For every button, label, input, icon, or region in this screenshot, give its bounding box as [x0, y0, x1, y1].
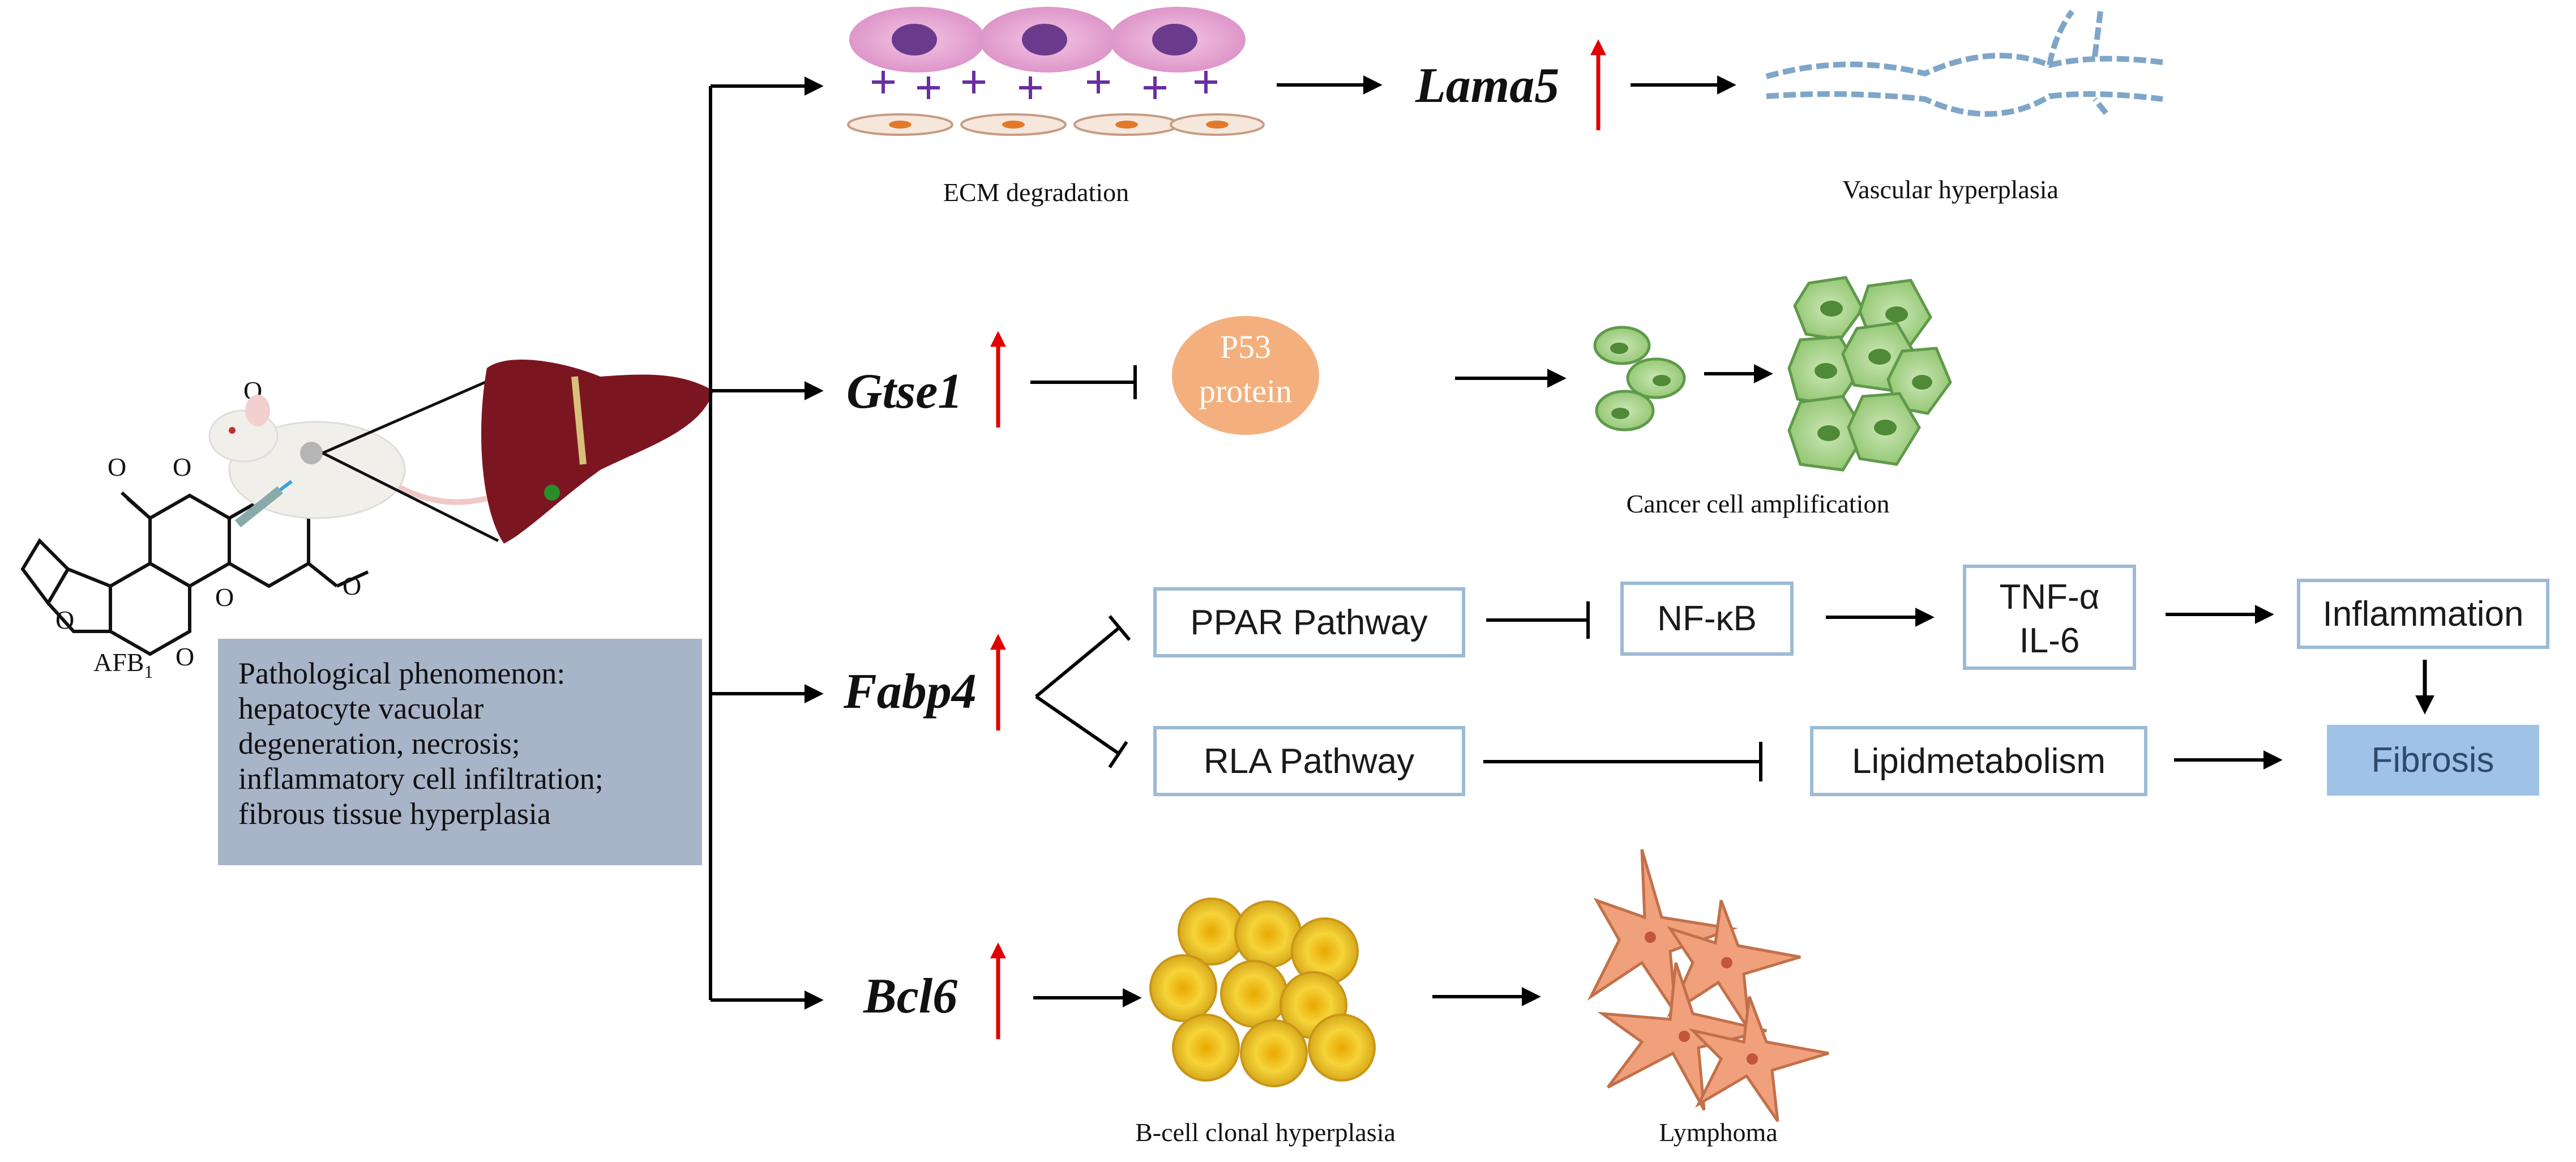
lymphoma-caption: Lymphoma: [1659, 1118, 1778, 1147]
inhibit-fabp4-branch: [1035, 615, 1131, 768]
svg-text:Fibrosis: Fibrosis: [2371, 741, 2494, 780]
cancer-cells-icon: [1593, 276, 1952, 472]
aflatoxin-atom-labels: O O O O O O O: [55, 376, 361, 671]
svg-text:IL-6: IL-6: [2019, 621, 2080, 660]
bcell-caption: B-cell clonal hyperplasia: [1135, 1118, 1396, 1147]
cancer-caption: Cancer cell amplification: [1627, 489, 1890, 518]
svg-text:RLA Pathway: RLA Pathway: [1204, 742, 1414, 781]
branch-connectors: [709, 76, 824, 1010]
svg-text:O: O: [176, 642, 194, 671]
b-cells-icon: [1149, 898, 1376, 1087]
syringe-icon: [235, 480, 293, 528]
svg-text:TNF-α: TNF-α: [1999, 578, 2099, 617]
p53-protein-node: [1172, 316, 1319, 435]
svg-text:O: O: [108, 452, 126, 481]
ppar-pathway-box: PPAR Pathway: [1153, 587, 1465, 657]
vascular-caption: Vascular hyperplasia: [1842, 175, 2059, 204]
liver-icon: [481, 359, 713, 544]
lymphoma-cells-icon: [1587, 849, 1829, 1122]
gene-lama5: Lama5: [1415, 58, 1559, 113]
p53-label: P53: [1220, 328, 1271, 365]
svg-text:Lipidmetabolism: Lipidmetabolism: [1852, 742, 2106, 781]
pathology-line: degeneration, necrosis;: [238, 727, 520, 761]
svg-text:NF-κB: NF-κB: [1657, 599, 1757, 638]
svg-text:Inflammation: Inflammation: [2323, 595, 2524, 634]
pathology-line: Pathological phenomenon:: [238, 656, 566, 690]
rla-pathway-box: RLA Pathway: [1153, 726, 1465, 796]
inhibit-ppar-nfkb: [1486, 601, 1590, 639]
inflammation-box: Inflammation: [2297, 579, 2549, 649]
p53-sublabel: protein: [1199, 373, 1292, 409]
tnf-il6-box: TNF-α IL-6: [1963, 565, 2136, 670]
inhibit-rla-lipid: [1483, 742, 1762, 781]
rat-icon: [208, 395, 488, 519]
gene-fabp4: Fabp4: [843, 664, 977, 719]
lipid-metabolism-box: Lipidmetabolism: [1810, 726, 2147, 796]
fibrosis-box: Fibrosis: [2327, 725, 2539, 796]
compound-label: AFB1: [93, 648, 153, 682]
inhibit-gtse1-p53: [1030, 365, 1137, 399]
pathology-line: hepatocyte vacuolar: [238, 691, 484, 725]
gene-gtse1: Gtse1: [846, 364, 962, 419]
gene-bcl6: Bcl6: [863, 969, 957, 1024]
pathology-line: fibrous tissue hyperplasia: [238, 797, 551, 831]
nfkb-box: NF-κB: [1620, 582, 1794, 656]
svg-text:O: O: [343, 571, 361, 600]
svg-text:O: O: [215, 583, 234, 612]
ecm-caption: ECM degradation: [943, 178, 1129, 207]
pathology-box: Pathological phenomenon: hepatocyte vacu…: [218, 639, 702, 865]
ecm-cells-icon: [847, 7, 1265, 136]
pathology-line: inflammatory cell infiltration;: [238, 762, 604, 796]
svg-text:O: O: [55, 605, 74, 634]
vessel-icon: [1765, 10, 2163, 117]
svg-text:PPAR Pathway: PPAR Pathway: [1190, 603, 1427, 642]
svg-text:O: O: [173, 452, 191, 481]
